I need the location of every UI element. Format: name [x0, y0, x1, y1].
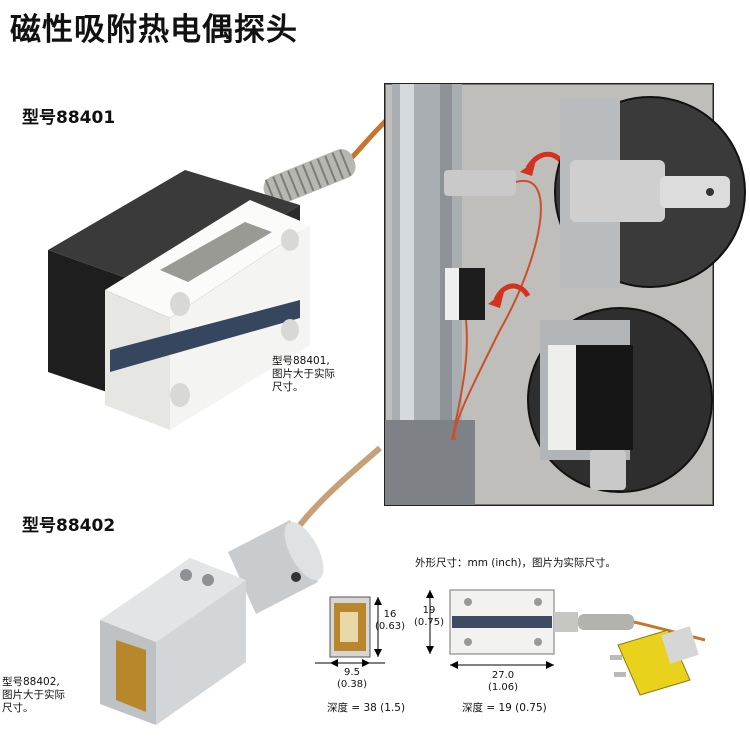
- caption-line: 图片大于实际: [2, 689, 65, 701]
- dim-value-inch: (0.75): [413, 617, 445, 628]
- thermocouple-connector: [610, 626, 699, 696]
- small-width-dimension: 9.5 (0.38): [332, 667, 372, 691]
- dim-value-inch: (1.06): [487, 682, 519, 693]
- model-88401-caption: 型号88401, 图片大于实际 尺寸。: [272, 355, 335, 394]
- caption-line: 型号88402,: [2, 676, 60, 688]
- dim-value-inch: (0.38): [336, 679, 368, 690]
- probe-88402-body: [228, 520, 324, 614]
- probe-88402-on-pipe: [444, 170, 516, 196]
- model-88402-caption: 型号88402, 图片大于实际 尺寸。: [2, 676, 65, 715]
- dim-value-inch: (0.63): [374, 621, 406, 632]
- probe-88402-block: [100, 558, 246, 725]
- large-probe-side-view: [449, 589, 634, 655]
- caption-line: 图片大于实际: [272, 368, 335, 380]
- zoom-detail-top: [554, 96, 746, 288]
- large-depth-dimension: 深度 = 19 (0.75): [462, 702, 547, 714]
- page-title: 磁性吸附热电偶探头: [10, 12, 298, 48]
- probe-88402-cable: [297, 445, 382, 527]
- dim-value: 16: [383, 609, 397, 620]
- large-height-dimension: 19 (0.75): [410, 605, 448, 629]
- small-probe-front-view: [329, 596, 371, 658]
- small-height-dimension: 16 (0.63): [372, 609, 408, 633]
- model-88401-label: 型号88401: [22, 108, 116, 128]
- dimension-note: 外形尺寸：mm (inch)，图片为实际尺寸。: [415, 557, 616, 569]
- probe-88401-spring: [263, 149, 356, 207]
- large-width-dimension: 27.0 (1.06): [481, 670, 525, 694]
- probe-88401-ptfe-clamp: [105, 200, 310, 430]
- model-88402-label: 型号88402: [22, 516, 116, 536]
- dim-value: 9.5: [344, 667, 360, 678]
- dim-value: 19: [422, 605, 436, 616]
- arrow-icon: [493, 283, 531, 302]
- caption-line: 尺寸。: [272, 381, 304, 393]
- caption-line: 型号88401,: [272, 355, 330, 367]
- dim-value: 27.0: [491, 670, 515, 681]
- small-depth-dimension: 深度 = 38 (1.5): [327, 702, 406, 714]
- zoom-detail-bottom: [527, 307, 713, 493]
- caption-line: 尺寸。: [2, 702, 34, 714]
- steel-pipe: [385, 84, 475, 505]
